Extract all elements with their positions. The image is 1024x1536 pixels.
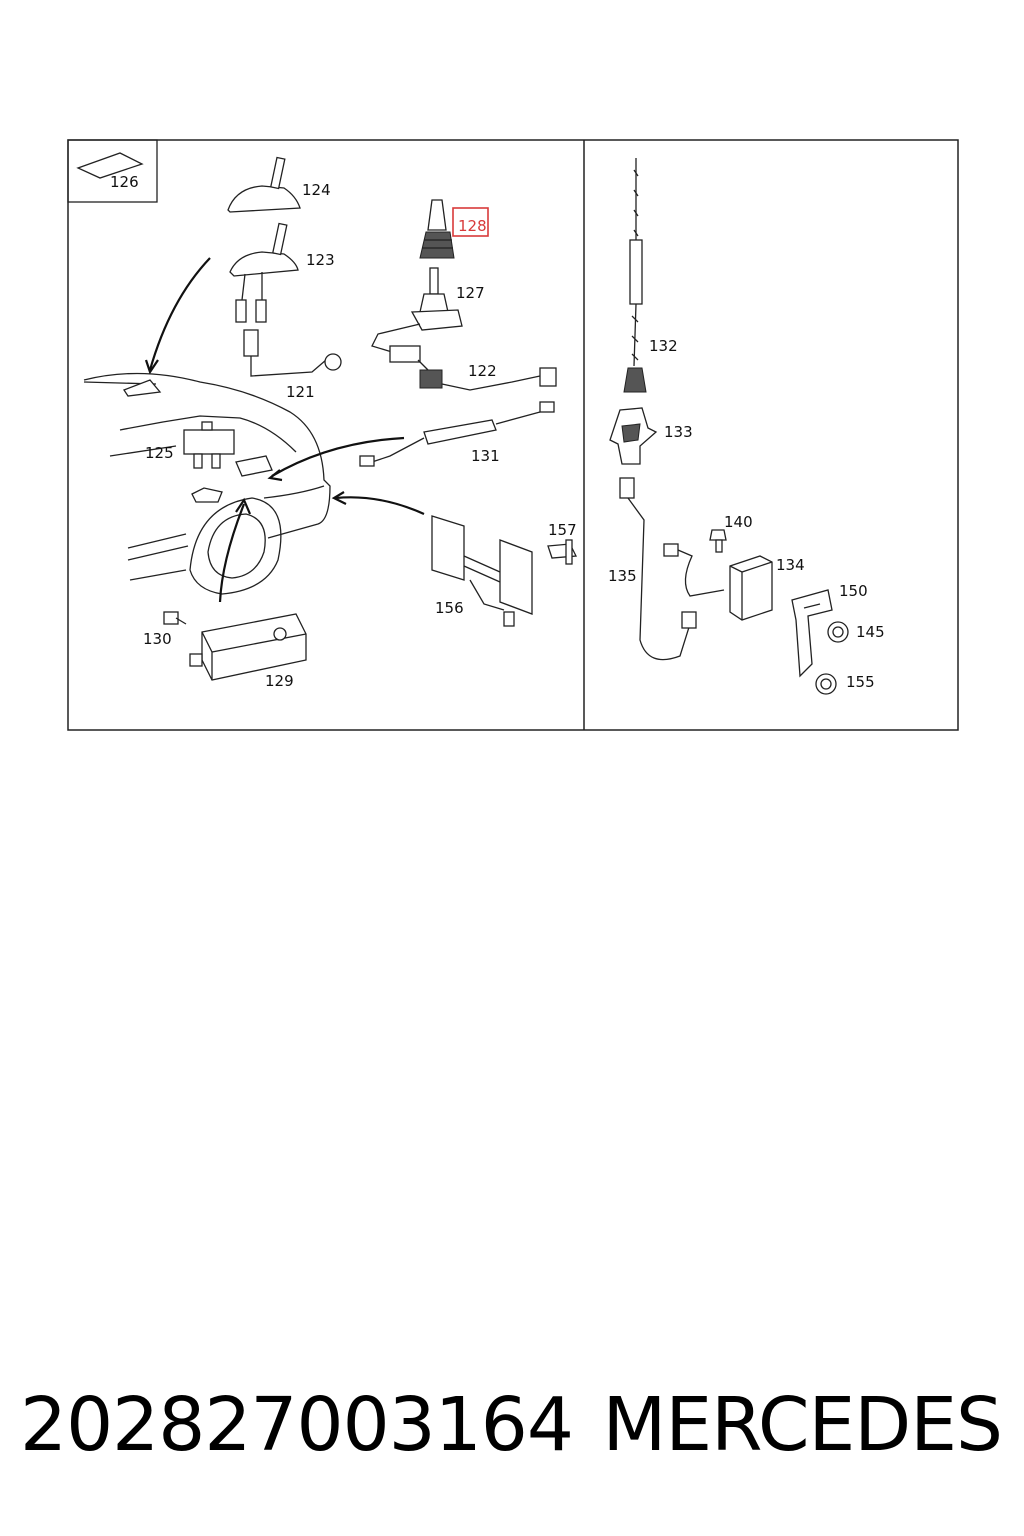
- control-unit-129: [189, 497, 307, 681]
- antenna-mast-128: [419, 199, 455, 259]
- car-body: [83, 257, 331, 595]
- label-134: 134: [776, 556, 805, 574]
- roof-antenna-123: [229, 222, 299, 323]
- label-130: 130: [143, 630, 172, 648]
- label-157: 157: [548, 521, 577, 539]
- cable-121: [243, 329, 342, 377]
- label-133: 133: [664, 423, 693, 441]
- label-132: 132: [649, 337, 678, 355]
- label-128: 128: [458, 217, 487, 235]
- label-122: 122: [468, 362, 497, 380]
- diagram-frame: [67, 139, 959, 731]
- label-127: 127: [456, 284, 485, 302]
- label-156: 156: [435, 599, 464, 617]
- highlight-box-128: [452, 207, 489, 237]
- parts-diagram: 126 124 128 123 127 121 122 125 131 157 …: [67, 139, 959, 731]
- label-150: 150: [839, 582, 868, 600]
- label-140: 140: [724, 513, 753, 531]
- cable-135: [619, 477, 725, 661]
- label-135: 135: [608, 567, 637, 585]
- label-124: 124: [302, 181, 331, 199]
- label-155: 155: [846, 673, 875, 691]
- label-121: 121: [286, 383, 315, 401]
- part-number: 202827003164: [20, 1382, 574, 1468]
- module-134: [729, 555, 773, 621]
- screw-140: [709, 529, 727, 553]
- label-129: 129: [265, 672, 294, 690]
- nut-155: [815, 673, 837, 695]
- bolt-130: [163, 611, 187, 625]
- caption-bar: 202827003164 MERCEDES: [0, 1370, 1024, 1480]
- module-125: [183, 421, 235, 469]
- label-145: 145: [856, 623, 885, 641]
- roof-antenna-124: [227, 156, 301, 213]
- label-126: 126: [110, 173, 139, 191]
- label-125: 125: [145, 444, 174, 462]
- brand-name: MERCEDES: [602, 1382, 1003, 1468]
- inset-126: [67, 139, 158, 203]
- label-123: 123: [306, 251, 335, 269]
- antenna-base-127: [410, 267, 463, 331]
- amplifier-cable-131: [235, 401, 555, 482]
- antenna-mount-133: [609, 407, 658, 465]
- label-131: 131: [471, 447, 500, 465]
- nut-145: [827, 621, 849, 643]
- bracket-150: [791, 589, 833, 678]
- long-antenna-132: [623, 158, 647, 393]
- bracket-156: [331, 491, 533, 627]
- clip-157: [547, 539, 578, 565]
- cable-122: [371, 323, 557, 391]
